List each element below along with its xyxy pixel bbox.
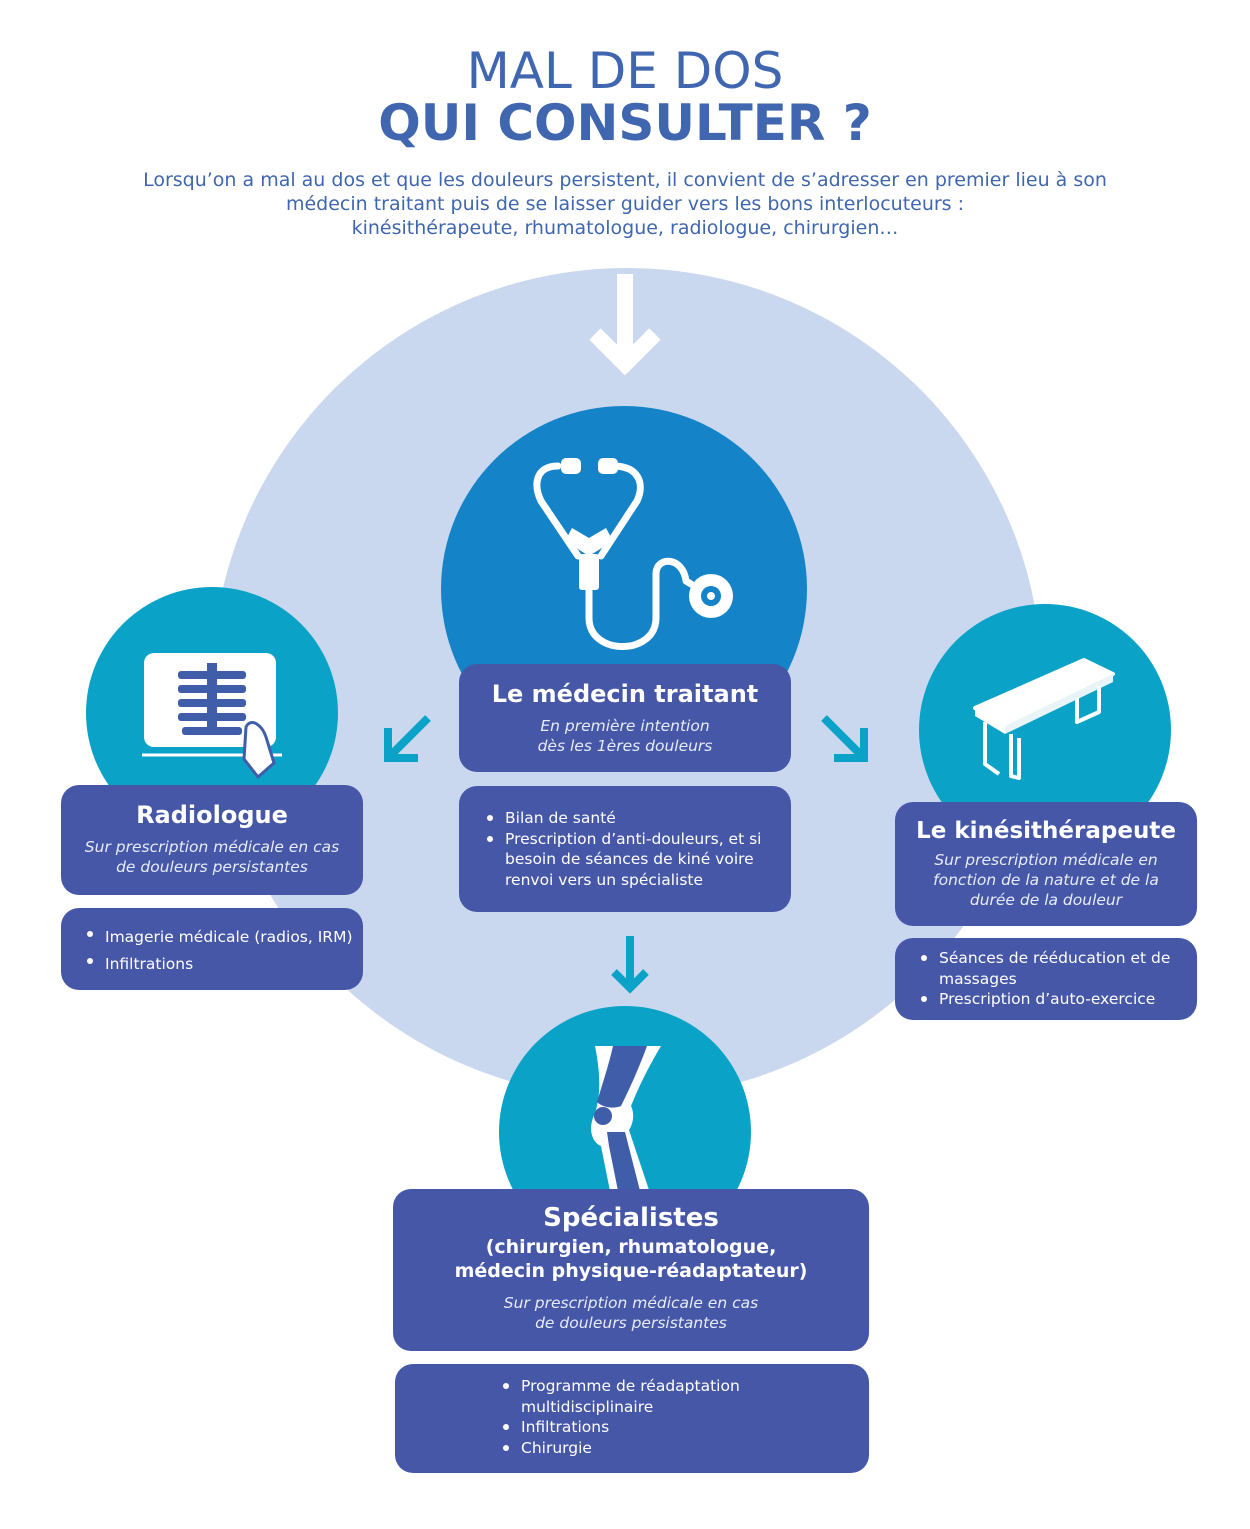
medecin-sub-line: dès les 1ères douleurs: [537, 737, 713, 755]
page-title-line2: QUI CONSULTER ?: [378, 94, 872, 152]
intro-text: Lorsqu’on a mal au dos et que les douleu…: [140, 168, 1110, 240]
list-item: Prescription d’anti-douleurs, et si beso…: [487, 829, 775, 891]
medecin-subtitle: En première intention dès les 1ères doul…: [459, 716, 791, 756]
xray-icon: [142, 653, 282, 780]
list-item: Chirurgie: [503, 1438, 849, 1459]
medecin-header-box: Le médecin traitant En première intentio…: [459, 664, 791, 772]
intro-line: médecin traitant puis de se laisser guid…: [285, 193, 965, 215]
intro-line: Lorsqu’on a mal au dos et que les douleu…: [143, 169, 1107, 191]
list-item: Imagerie médicale (radios, IRM): [87, 924, 353, 951]
down-arrow-top-icon: [589, 274, 661, 376]
specialistes-note: Sur prescription médicale en cas de doul…: [393, 1293, 869, 1333]
radiologue-sub-line: Sur prescription médicale en cas: [84, 838, 340, 856]
radiologue-subtitle: Sur prescription médicale en cas de doul…: [61, 837, 363, 877]
list-item: Infiltrations: [503, 1417, 849, 1438]
treatment-table-icon: [973, 658, 1115, 780]
intro-line: kinésithérapeute, rhumatologue, radiolog…: [351, 217, 899, 239]
specialistes-sub-line: médecin physique-réadaptateur): [454, 1260, 808, 1282]
arrow-to-kine-icon: [821, 715, 868, 762]
kine-sub-line: fonction de la nature et de la: [933, 871, 1159, 889]
medecin-list-box: Bilan de santé Prescription d’anti-doule…: [459, 786, 791, 912]
specialistes-header-box: Spécialistes (chirurgien, rhumatologue, …: [393, 1189, 869, 1351]
list-item: Bilan de santé: [487, 808, 775, 829]
kine-title: Le kinésithérapeute: [916, 818, 1176, 844]
page-title-line1: MAL DE DOS: [466, 42, 784, 100]
specialistes-note-line: de douleurs persistantes: [535, 1314, 727, 1332]
kine-header-box: Le kinésithérapeute Sur prescription méd…: [895, 802, 1197, 926]
medecin-sub-line: En première intention: [540, 717, 710, 735]
specialistes-subtitle: (chirurgien, rhumatologue, médecin physi…: [393, 1235, 869, 1283]
arrow-to-specialistes-icon: [611, 936, 649, 994]
radiologue-list-box: Imagerie médicale (radios, IRM) Infiltra…: [61, 908, 363, 990]
kine-list-box: Séances de rééducation et de massages Pr…: [895, 938, 1197, 1020]
specialistes-list-box: Programme de réadaptation multidisciplin…: [395, 1364, 869, 1473]
kine-sub-line: durée de la douleur: [969, 891, 1123, 909]
kine-sub-line: Sur prescription médicale en: [934, 851, 1158, 869]
kine-subtitle: Sur prescription médicale en fonction de…: [895, 850, 1197, 910]
arrow-to-radiologue-icon: [384, 715, 431, 762]
specialistes-title: Spécialistes: [543, 1203, 719, 1233]
list-item: Séances de rééducation et de massages: [921, 948, 1183, 989]
specialistes-sub-line: (chirurgien, rhumatologue,: [485, 1236, 777, 1258]
list-item: Infiltrations: [87, 951, 353, 978]
stethoscope-icon: [533, 458, 733, 650]
radiologue-title: Radiologue: [136, 801, 288, 829]
specialistes-note-line: Sur prescription médicale en cas: [503, 1294, 759, 1312]
list-item: Prescription d’auto-exercice: [921, 989, 1183, 1010]
medecin-title: Le médecin traitant: [491, 680, 759, 708]
radiologue-header-box: Radiologue Sur prescription médicale en …: [61, 785, 363, 895]
radiologue-sub-line: de douleurs persistantes: [116, 858, 308, 876]
list-item: Programme de réadaptation multidisciplin…: [503, 1376, 771, 1417]
